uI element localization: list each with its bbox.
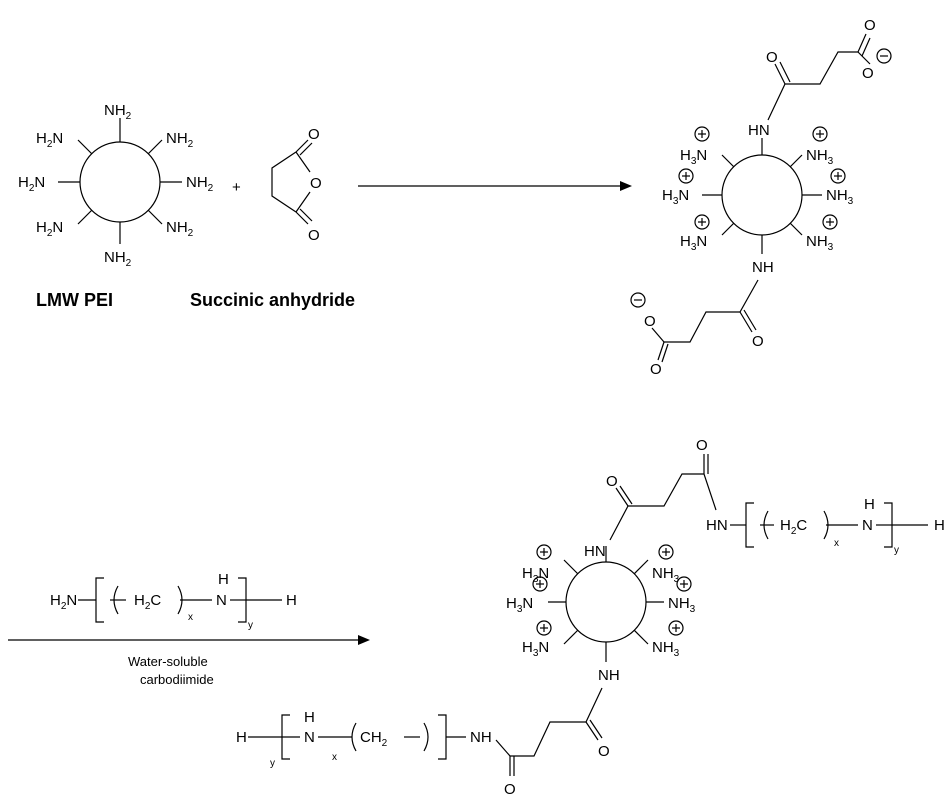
svg-text:O: O <box>598 743 610 760</box>
p1-nh3-lower-right: NH3 <box>806 233 834 253</box>
svg-text:HN: HN <box>706 517 728 534</box>
p1-nh3-upper-right: NH3 <box>806 147 834 167</box>
pei-conjugate: HN NH H3N H3N H3N NH3 NH3 NH3 O O HN H2C… <box>236 437 945 798</box>
p1-nh3-lower-left: H3N <box>680 233 707 253</box>
svg-text:O: O <box>606 473 618 490</box>
anhydride-o-bottom: O <box>308 227 320 244</box>
pei-reagent: H2N H2C x H N y H <box>50 571 297 631</box>
h2n-lower-left: H2N <box>36 219 63 239</box>
svg-text:H3N: H3N <box>506 595 533 615</box>
p1-o-acid-top: O <box>864 17 876 34</box>
p2-hn-top: HN <box>584 543 606 560</box>
svg-text:H3N: H3N <box>522 565 549 585</box>
nh2-bottom: NH2 <box>104 249 132 269</box>
p1-o-anion-bottom: O <box>644 313 656 330</box>
nh2-lower-right: NH2 <box>166 219 194 239</box>
svg-text:N: N <box>862 517 873 534</box>
svg-text:O: O <box>696 437 708 454</box>
reaction-arrow-1 <box>358 181 632 191</box>
svg-text:H: H <box>304 709 315 726</box>
svg-text:H: H <box>934 517 945 534</box>
svg-text:x: x <box>834 538 839 549</box>
succinylated-pei: HN NH O O O O O O H3N H3N H3N NH3 <box>630 17 892 378</box>
svg-text:O: O <box>504 781 516 798</box>
svg-text:H2N: H2N <box>50 592 77 612</box>
svg-text:y: y <box>270 758 275 769</box>
p1-nh3-upper-left: H3N <box>680 147 707 167</box>
p1-nh-bottom: NH <box>752 259 774 276</box>
svg-text:x: x <box>332 752 337 763</box>
svg-text:H: H <box>286 592 297 609</box>
svg-text:H: H <box>236 729 247 746</box>
p1-nh3-right: NH3 <box>826 187 854 207</box>
svg-text:y: y <box>894 545 899 556</box>
reagent-line-1: Water-soluble <box>128 654 208 669</box>
anhydride-o-top: O <box>308 126 320 143</box>
svg-text:CH2: CH2 <box>360 729 388 749</box>
svg-text:H3N: H3N <box>522 639 549 659</box>
p1-nh3-left: H3N <box>662 187 689 207</box>
pei-molecule: NH2 NH2 NH2 NH2 NH2 H2N H2N H2N <box>18 102 214 269</box>
reaction-arrow-2 <box>8 635 370 645</box>
p1-hn-top: HN <box>748 122 770 139</box>
svg-text:NH: NH <box>470 729 492 746</box>
anhydride-o-ring: O <box>310 175 322 192</box>
svg-text:H: H <box>864 496 875 513</box>
label-lmw-pei: LMW PEI <box>36 290 113 310</box>
svg-text:N: N <box>216 592 227 609</box>
reagent-line-2: carbodiimide <box>140 672 214 687</box>
svg-text:x: x <box>188 612 193 623</box>
nh2-upper-right: NH2 <box>166 130 194 150</box>
nh2-right: NH2 <box>186 174 214 194</box>
p1-o-amide-top: O <box>766 49 778 66</box>
p2-nh-bottom: NH <box>598 667 620 684</box>
p1-o-amide-bottom: O <box>752 333 764 350</box>
p1-o-acid-bottom: O <box>650 361 662 378</box>
svg-text:NH3: NH3 <box>652 639 680 659</box>
succinic-anhydride: O O O <box>271 126 322 244</box>
h2n-upper-left: H2N <box>36 130 63 150</box>
svg-text:y: y <box>248 620 253 631</box>
svg-text:H2C: H2C <box>134 592 161 612</box>
p1-o-anion-top: O <box>862 65 874 82</box>
svg-text:NH3: NH3 <box>668 595 696 615</box>
h2n-left: H2N <box>18 174 45 194</box>
nh2-top: NH2 <box>104 102 132 122</box>
svg-text:NH3: NH3 <box>652 565 680 585</box>
svg-text:N: N <box>304 729 315 746</box>
svg-text:H2C: H2C <box>780 517 807 537</box>
plus-sign: + <box>232 179 241 196</box>
label-succinic-anhydride: Succinic anhydride <box>190 290 355 310</box>
svg-text:H: H <box>218 571 229 588</box>
